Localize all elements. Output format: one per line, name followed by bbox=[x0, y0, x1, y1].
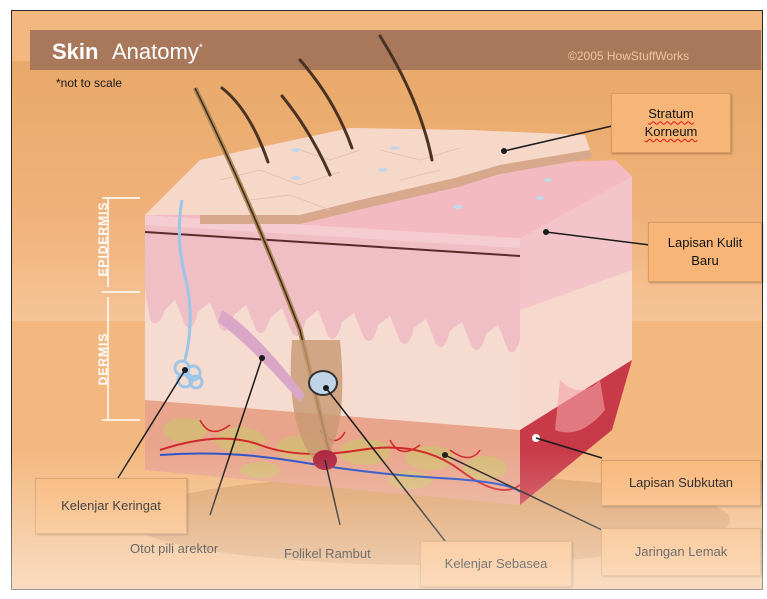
label-kelenjar-keringat: Kelenjar Keringat bbox=[35, 478, 187, 534]
sebaceous-gland bbox=[309, 371, 337, 395]
label-lapisan-subkutan: Lapisan Subkutan bbox=[601, 460, 761, 506]
dermis-label: DERMIS bbox=[96, 324, 110, 394]
epidermis-label: EPIDERMIS bbox=[96, 194, 110, 284]
label-jaringan-lemak: Jaringan Lemak bbox=[601, 528, 761, 576]
label-otot-pili-arektor: Otot pili arektor bbox=[130, 541, 218, 556]
label-lapisan-kulit-baru: Lapisan Kulit Baru bbox=[648, 222, 762, 282]
label-kelenjar-sebasea: Kelenjar Sebasea bbox=[420, 541, 572, 587]
label-folikel-rambut: Folikel Rambut bbox=[284, 546, 371, 561]
label-stratum-korneum: Stratum Korneum bbox=[611, 93, 731, 153]
